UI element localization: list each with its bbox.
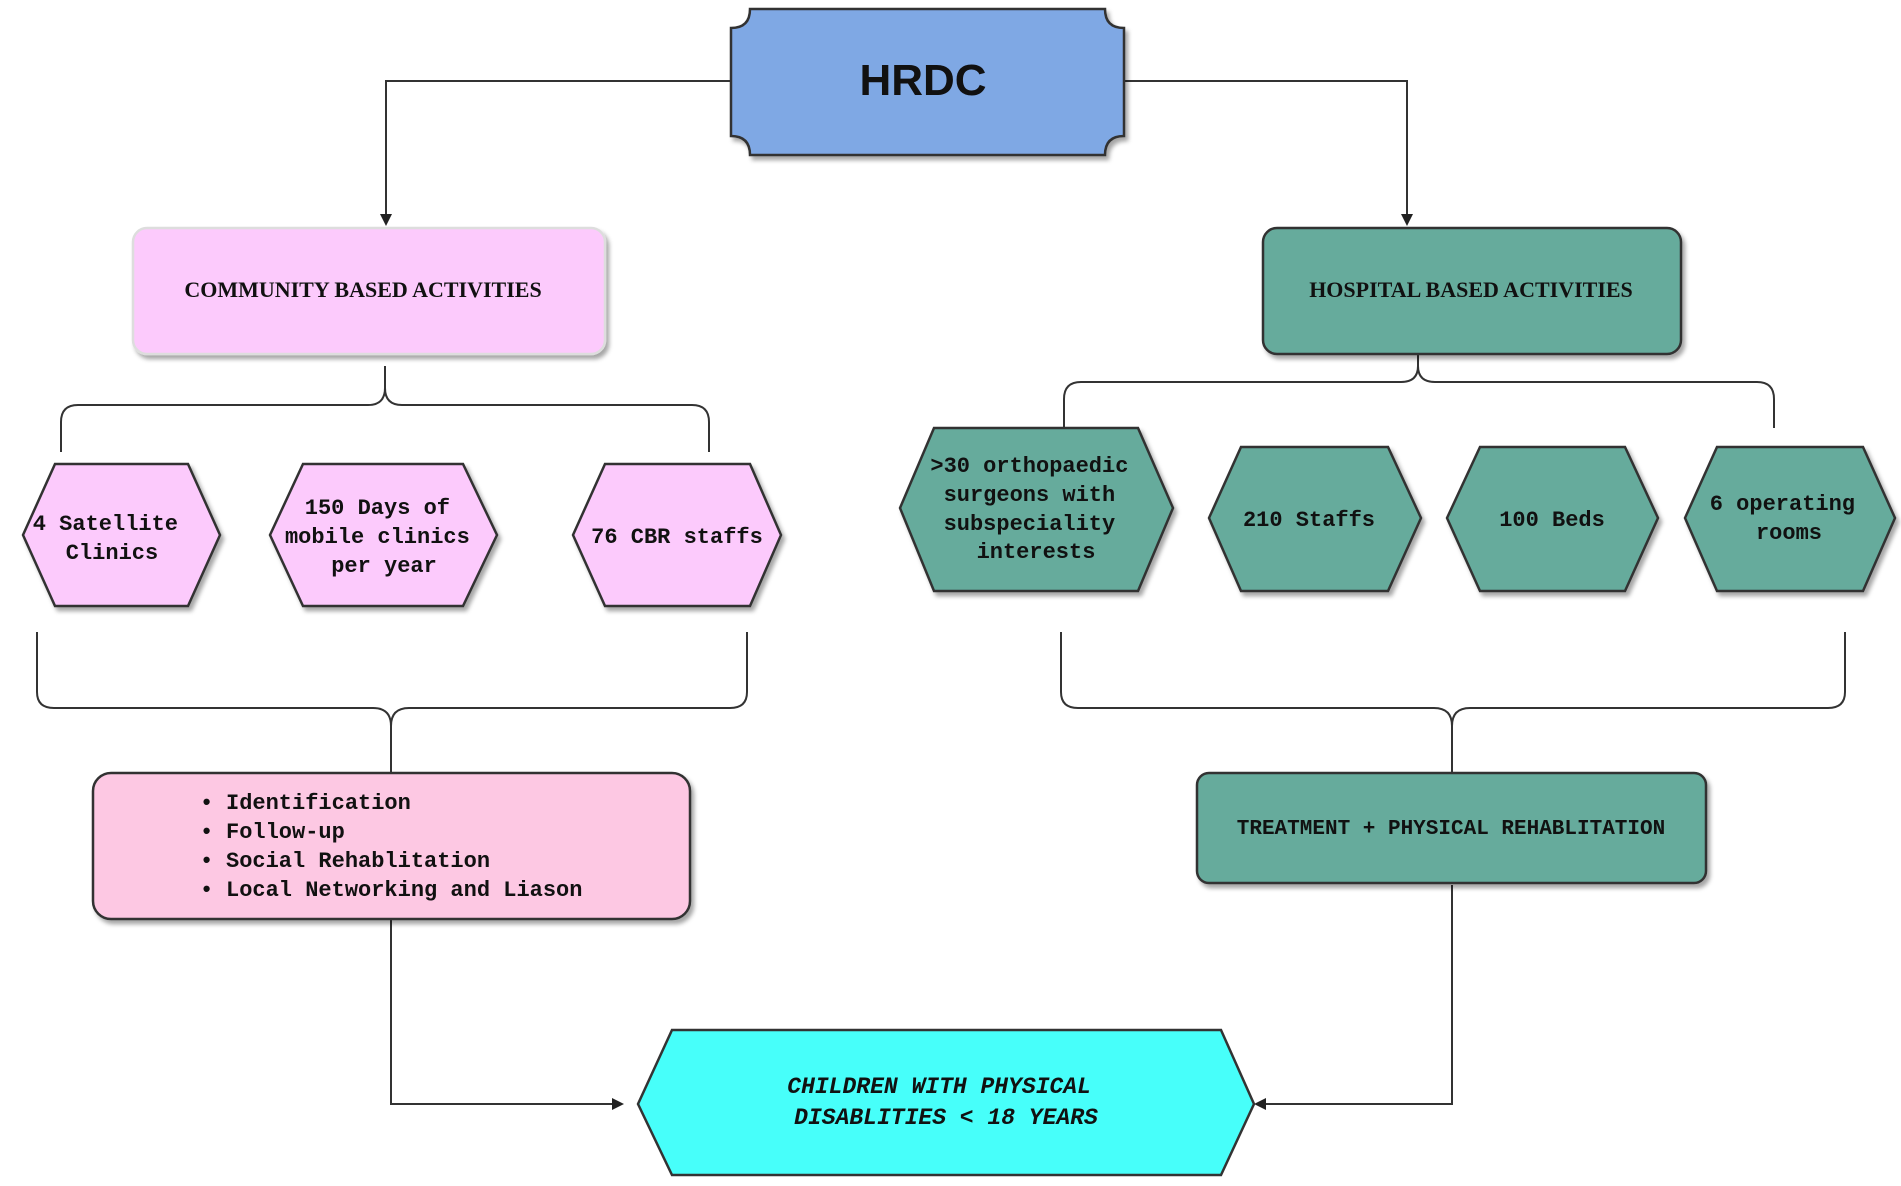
hrdc-title: HRDC [859,56,986,105]
community-collect-bracket [36,632,748,773]
community-item-hex [268,462,499,608]
list-item: Identification [226,791,411,816]
hospital-item-hex [1445,445,1660,593]
connectors [36,80,1846,1110]
target-text: CHILDREN WITH PHYSICAL DISABLITIES < 18 … [787,1074,1104,1131]
community-functions-box [91,771,692,921]
community-item-hex [571,462,783,608]
hospital-item-hex [1207,445,1423,593]
bullet: • [200,820,213,845]
community-item-line: Clinics [66,541,158,566]
community-item-line: mobile clinics [285,525,470,550]
bullet: • [200,878,213,903]
hrdc-node [729,7,1126,157]
hospital-fanout-bracket [1063,346,1775,428]
hospital-item-line: rooms [1756,521,1822,546]
hospital-item-text: 6 operating rooms [1710,492,1868,546]
hospital-item-line: surgeons with [944,483,1116,508]
hospital-item-hex [1683,445,1897,593]
hospital-item-line: 100 Beds [1499,508,1605,533]
target-line: DISABLITIES < 18 YEARS [794,1105,1098,1131]
community-item-text: 76 CBR staffs [591,525,763,550]
hospital-item-line: 6 operating [1710,492,1855,517]
community-header-title: COMMUNITY BASED ACTIVITIES [184,277,541,302]
hospital-item-text: >30 orthopaedic surgeons with subspecial… [930,454,1141,565]
target-hex [636,1028,1256,1177]
list-item: Follow-up [226,820,345,845]
hrdc-box [729,7,1126,157]
community-item-line: per year [331,554,437,579]
community-functions-list: • Identification • Follow-up • Social Re… [200,791,582,903]
community-item-text: 4 Satellite Clinics [33,512,191,566]
hospital-item-text: 100 Beds [1499,508,1605,533]
connector-hrdc-to-hospital [1122,80,1413,226]
hospital-item-line: subspeciality [944,512,1116,537]
community-header-box [131,226,607,356]
community-item-line: 4 Satellite [33,512,178,537]
hospital-header-box [1261,226,1683,356]
community-item-text: 150 Days of mobile clinics per year [285,496,483,579]
connector-hrdc-to-community [380,80,733,226]
community-item-hex [21,462,222,608]
target-line: CHILDREN WITH PHYSICAL [787,1074,1091,1100]
hospital-header-title: HOSPITAL BASED ACTIVITIES [1309,277,1633,302]
hospital-outcome-box [1195,771,1708,885]
list-item: Social Rehablitation [226,849,490,874]
hospital-item-line: 210 Staffs [1243,508,1375,533]
list-item: Local Networking and Liason [226,878,582,903]
community-item-line: 76 CBR staffs [591,525,763,550]
community-item-line: 150 Days of [305,496,450,521]
hospital-item-line: >30 orthopaedic [930,454,1128,479]
hospital-item-line: interests [977,540,1096,565]
hospital-outcome-text: TREATMENT + PHYSICAL REHABLITATION [1237,818,1665,841]
bullet: • [200,849,213,874]
hospital-item-hex [898,426,1175,593]
community-fanout-bracket [60,366,710,452]
connector-community-to-target [390,920,624,1110]
bullet: • [200,791,213,816]
hospital-collect-bracket [1060,632,1846,773]
hospital-item-text: 210 Staffs [1243,508,1375,533]
connector-hospital-to-target [1254,885,1453,1110]
